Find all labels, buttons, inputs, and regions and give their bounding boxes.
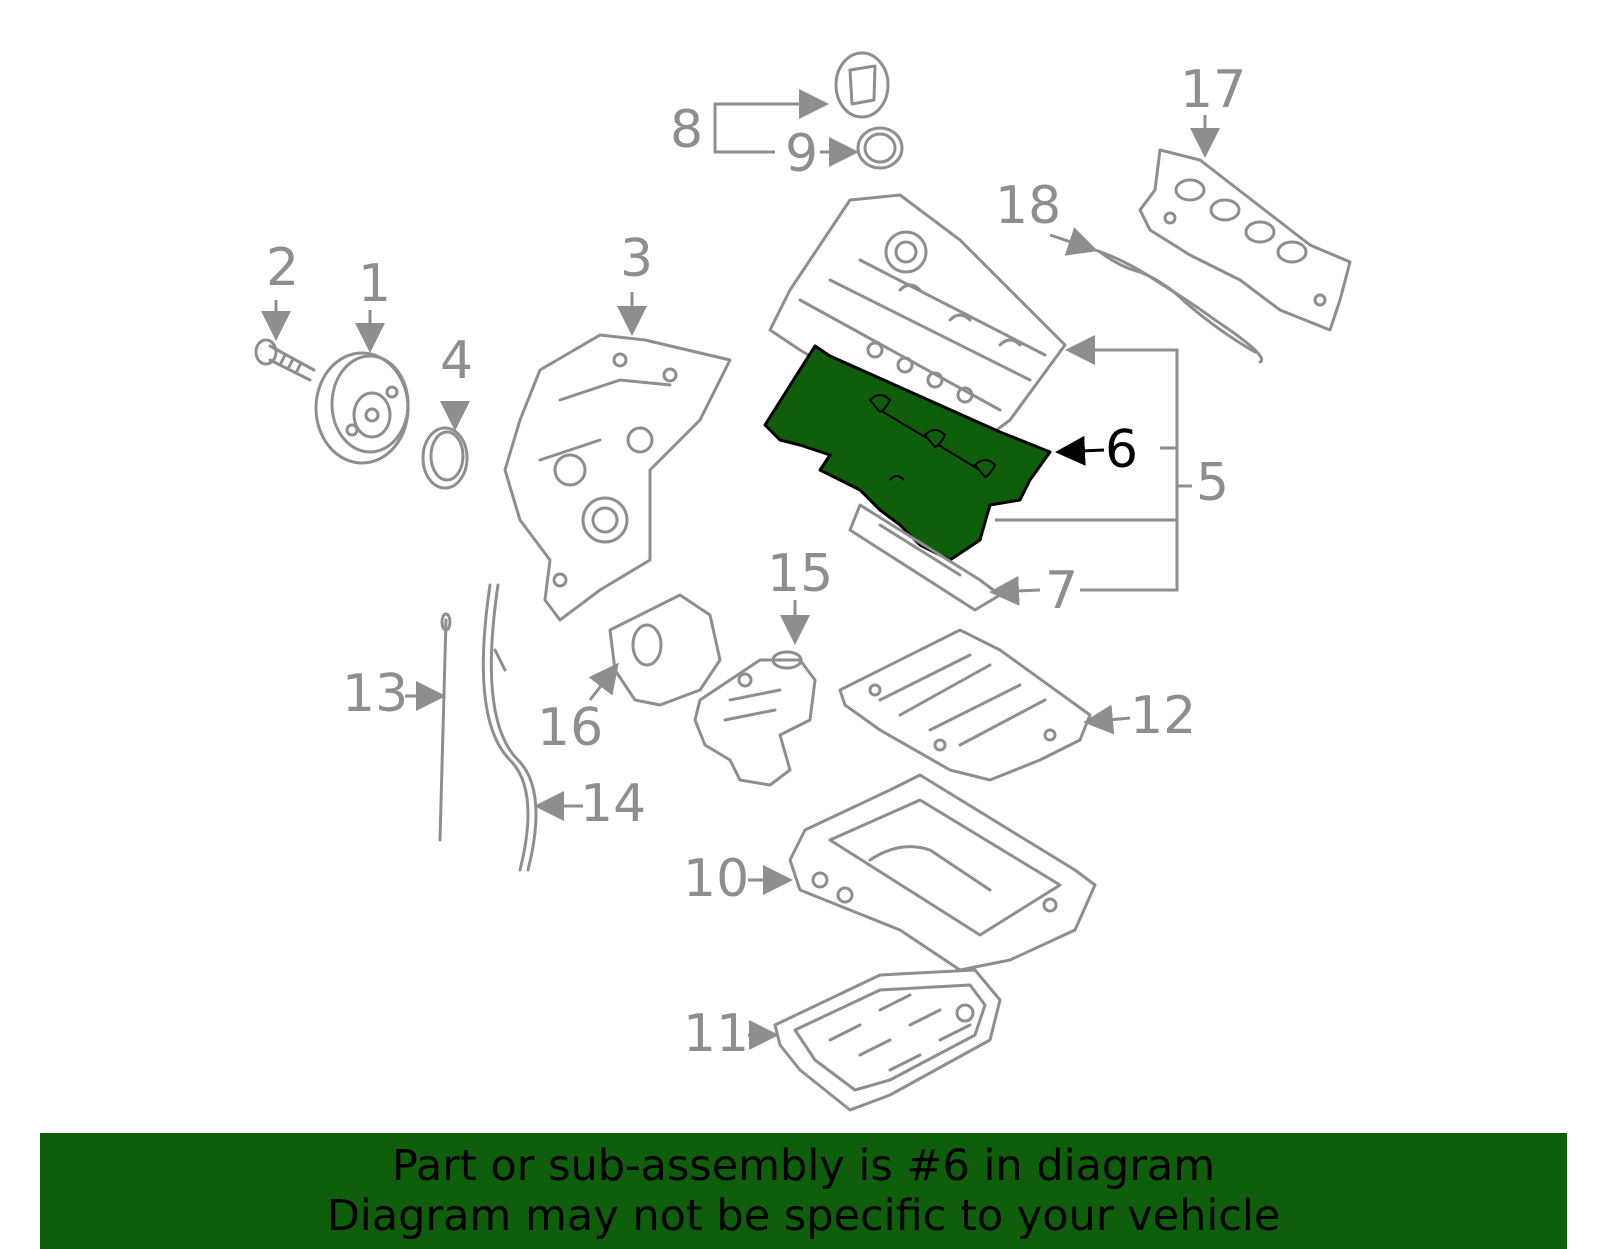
- label-9[interactable]: 9: [785, 124, 819, 184]
- label-12[interactable]: 12: [1130, 686, 1197, 746]
- part-15-oil-pump[interactable]: [693, 650, 817, 787]
- part-10-oil-pan-upper[interactable]: [788, 773, 1097, 972]
- label-4[interactable]: 4: [440, 331, 474, 391]
- part-4-o-ring[interactable]: [421, 426, 469, 490]
- label-5[interactable]: 5: [1196, 453, 1230, 513]
- part-9-seal[interactable]: [856, 126, 904, 170]
- part-2-bolt[interactable]: [254, 338, 316, 382]
- part-11-oil-pan-lower[interactable]: [773, 968, 1002, 1112]
- banner-line-1: Part or sub-assembly is #6 in diagram: [391, 1141, 1216, 1191]
- part-13-dipstick[interactable]: [438, 612, 452, 842]
- part-6-valve-cover-gasket[interactable]: [763, 344, 1052, 562]
- part-17-intake-manifold[interactable]: [1138, 148, 1352, 332]
- label-15[interactable]: 15: [767, 544, 834, 604]
- part-16-cover[interactable]: [608, 593, 722, 707]
- label-8[interactable]: 8: [670, 100, 704, 160]
- part-12-ladder-frame[interactable]: [838, 628, 1092, 782]
- label-10[interactable]: 10: [683, 849, 750, 909]
- label-18[interactable]: 18: [995, 176, 1062, 236]
- label-14[interactable]: 14: [580, 774, 647, 834]
- label-13[interactable]: 13: [342, 664, 409, 724]
- label-16[interactable]: 16: [537, 698, 604, 758]
- callout-lines: [261, 89, 1220, 1050]
- part-3-timing-cover[interactable]: [503, 333, 732, 622]
- parts-diagram: [254, 51, 1352, 1112]
- label-1[interactable]: 1: [358, 254, 392, 314]
- label-17[interactable]: 17: [1180, 60, 1247, 120]
- label-6[interactable]: 6: [1105, 420, 1139, 480]
- banner-line-2: Diagram may not be specific to your vehi…: [326, 1191, 1281, 1241]
- label-7[interactable]: 7: [1045, 561, 1079, 621]
- info-banner: Part or sub-assembly is #6 in diagram Di…: [40, 1133, 1567, 1249]
- part-8-oil-cap[interactable]: [834, 51, 890, 119]
- part-7-gasket[interactable]: [848, 503, 1002, 612]
- part-1-crank-pulley[interactable]: [314, 351, 410, 465]
- label-3[interactable]: 3: [620, 229, 654, 289]
- part-14-dipstick-tube[interactable]: [481, 583, 538, 872]
- part-5-valve-cover[interactable]: [768, 193, 1067, 437]
- part-18-manifold-gasket[interactable]: [1093, 248, 1264, 364]
- label-11[interactable]: 11: [683, 1004, 750, 1064]
- label-2[interactable]: 2: [266, 238, 300, 298]
